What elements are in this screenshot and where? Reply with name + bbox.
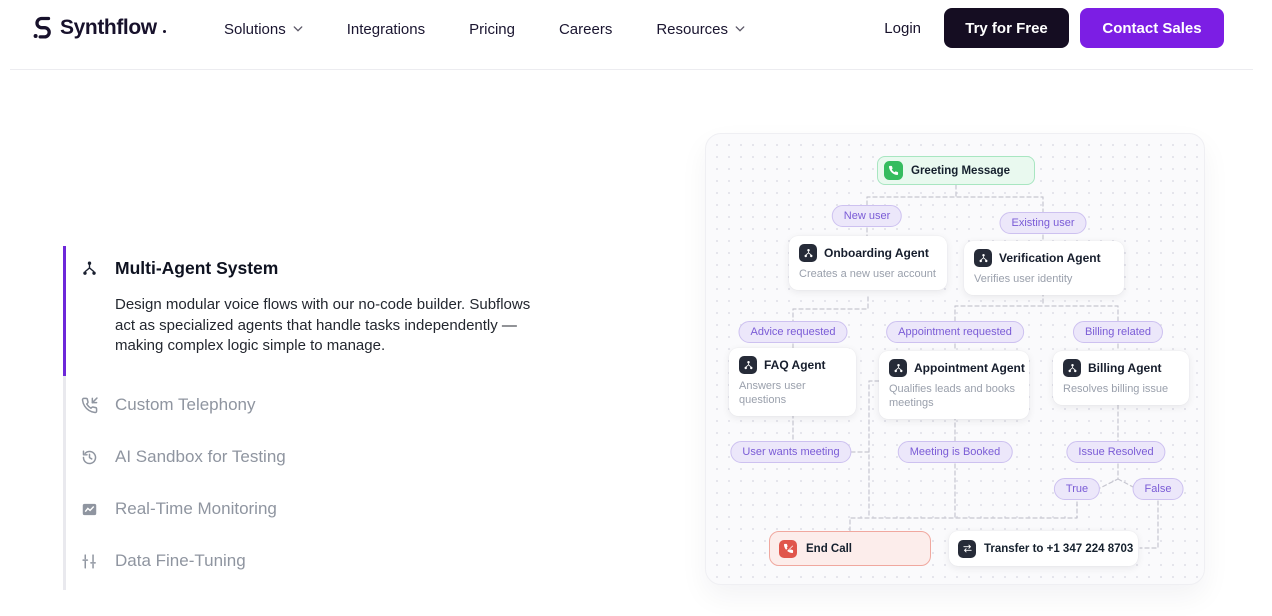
feature-description: Design modular voice flows with our no-c… (115, 296, 531, 355)
nav-link-label: Integrations (346, 20, 426, 38)
feature-label: AI Sandbox for Testing (115, 447, 286, 466)
chart-monitor-icon (82, 503, 97, 515)
branch-pill-false: False (1132, 478, 1184, 500)
logo[interactable]: Synthflow (32, 13, 166, 43)
agent-card-verification: Verification Agent Verifies user identit… (964, 241, 1124, 295)
nav-link-label: Careers (558, 20, 613, 38)
feature-item-custom-telephony[interactable]: Custom Telephony (81, 395, 256, 415)
agent-card-billing: Billing Agent Resolves billing issue (1053, 351, 1189, 405)
phone-incoming-icon (81, 396, 98, 413)
top-navigation: Synthflow Solutions Integrations Pricing… (10, 0, 1253, 70)
node-label: End Call (806, 542, 853, 555)
active-feature-rail (63, 246, 66, 376)
flow-diagram-panel: Greeting Message New user Existing user … (705, 133, 1205, 585)
agent-description: Resolves billing issue (1063, 383, 1169, 395)
branch-pill-advice-requested: Advice requested (738, 321, 848, 343)
branch-pill-new-user: New user (831, 205, 903, 227)
branch-pill-appointment-requested: Appointment requested (886, 321, 1024, 343)
phone-icon (884, 161, 903, 180)
agent-title: FAQ Agent (764, 358, 826, 372)
branch-pill-meeting-is-booked: Meeting is Booked (897, 441, 1013, 463)
transfer-node: Transfer to +1 347 224 8703 (949, 531, 1138, 566)
logo-dot (162, 29, 166, 33)
feature-item-real-time-monitoring[interactable]: Real-Time Monitoring (81, 499, 277, 519)
feature-label: Data Fine-Tuning (115, 551, 246, 570)
nav-link-label: Pricing (469, 20, 515, 38)
agent-card-appointment: Appointment Agent Qualifies leads and bo… (879, 351, 1029, 419)
agent-title: Appointment Agent (914, 361, 1025, 375)
branch-pill-user-wants-meeting: User wants meeting (730, 441, 852, 463)
nav-actions: Login Try for Free Contact Sales (884, 8, 1224, 48)
chevron-down-icon (293, 26, 303, 32)
logo-s-icon (32, 15, 54, 41)
subflow-icon (974, 249, 992, 267)
transfer-icon (958, 539, 976, 558)
nav-link-pricing[interactable]: Pricing (469, 21, 515, 38)
subflow-icon (739, 356, 757, 374)
subflow-icon (799, 244, 817, 262)
agent-title: Onboarding Agent (824, 246, 929, 260)
subflow-icon (1063, 359, 1081, 377)
agent-description: Answers user questions (739, 380, 806, 406)
subflow-icon (889, 359, 907, 377)
agent-description: Qualifies leads and books meetings (889, 383, 1015, 409)
end-call-icon (779, 539, 797, 558)
agent-title: Billing Agent (1088, 361, 1162, 375)
agent-card-onboarding: Onboarding Agent Creates a new user acco… (789, 236, 947, 290)
end-call-node: End Call (769, 531, 931, 566)
chevron-down-icon (735, 26, 745, 32)
nav-link-integrations[interactable]: Integrations (347, 21, 425, 38)
sliders-icon (82, 553, 96, 569)
logo-wordmark: Synthflow (60, 16, 157, 39)
branch-pill-existing-user: Existing user (999, 212, 1087, 234)
feature-label: Custom Telephony (115, 395, 256, 414)
nav-link-label: Resources (656, 20, 729, 38)
try-for-free-button[interactable]: Try for Free (944, 8, 1069, 48)
feature-title-multi-agent-system[interactable]: Multi-Agent System (115, 258, 279, 278)
hierarchy-icon (83, 261, 96, 275)
feature-item-ai-sandbox[interactable]: AI Sandbox for Testing (81, 447, 286, 467)
nav-link-careers[interactable]: Careers (559, 21, 612, 38)
nav-links: Solutions Integrations Pricing Careers R… (224, 15, 745, 43)
feature-rail (63, 376, 66, 590)
nav-link-solutions[interactable]: Solutions (224, 21, 303, 38)
branch-pill-true: True (1053, 478, 1101, 500)
node-label: Greeting Message (911, 164, 1011, 177)
agent-description: Creates a new user account (799, 268, 936, 280)
greeting-message-node: Greeting Message (877, 156, 1035, 185)
login-link[interactable]: Login (884, 19, 921, 37)
nav-link-resources[interactable]: Resources (656, 21, 745, 38)
agent-description: Verifies user identity (974, 273, 1073, 285)
branch-pill-billing-related: Billing related (1072, 321, 1164, 343)
history-clock-icon (82, 450, 97, 464)
branch-pill-issue-resolved: Issue Resolved (1066, 441, 1166, 463)
feature-item-data-fine-tuning[interactable]: Data Fine-Tuning (81, 551, 246, 571)
agent-title: Verification Agent (999, 251, 1101, 265)
feature-label: Real-Time Monitoring (115, 499, 277, 518)
node-label: Transfer to +1 347 224 8703 (984, 542, 1134, 555)
nav-link-label: Solutions (224, 20, 286, 38)
contact-sales-button[interactable]: Contact Sales (1080, 8, 1224, 48)
agent-card-faq: FAQ Agent Answers user questions (729, 348, 856, 416)
